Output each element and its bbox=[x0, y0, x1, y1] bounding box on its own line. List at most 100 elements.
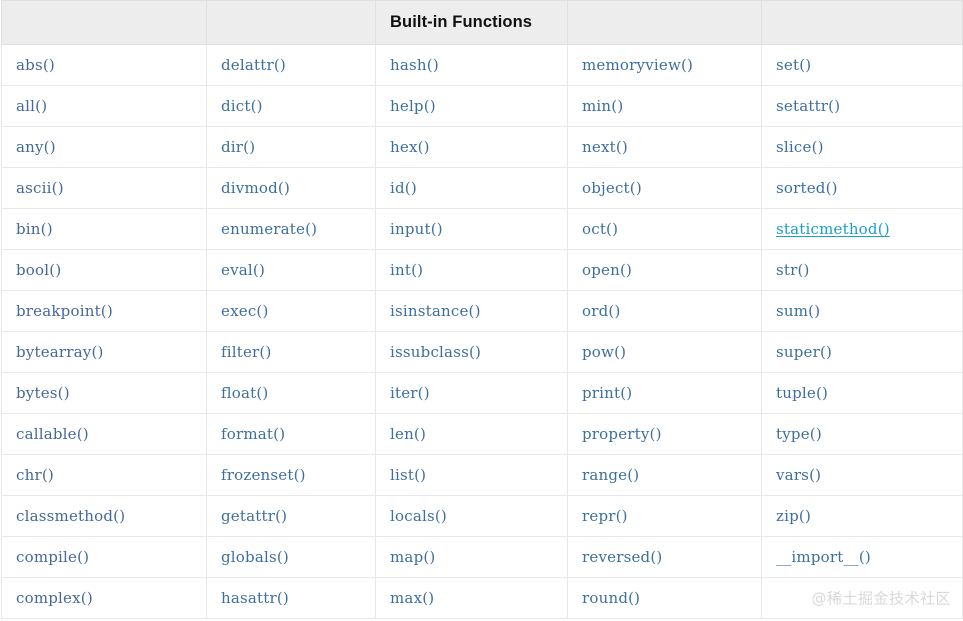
function-cell: map() bbox=[375, 536, 568, 578]
function-cell: setattr() bbox=[761, 85, 963, 127]
function-name: pow() bbox=[582, 343, 627, 361]
function-cell: slice() bbox=[761, 126, 963, 168]
header-cell-4 bbox=[567, 0, 762, 45]
function-name: bytes() bbox=[16, 384, 70, 402]
watermark-label: @稀土掘金技术社区 bbox=[811, 589, 951, 608]
function-name: reversed() bbox=[582, 548, 663, 566]
function-cell: list() bbox=[375, 454, 568, 496]
table-row: any()dir()hex()next()slice() bbox=[1, 126, 963, 168]
function-name: classmethod() bbox=[16, 507, 126, 525]
function-cell: zip() bbox=[761, 495, 963, 537]
function-cell: ord() bbox=[567, 290, 762, 332]
function-name: list() bbox=[390, 466, 427, 484]
table-row: ascii() divmod() id() object() sorted() bbox=[1, 167, 963, 209]
function-name: str() bbox=[776, 261, 810, 279]
function-cell: max() bbox=[375, 577, 568, 619]
function-cell: all() bbox=[1, 85, 207, 127]
function-cell: any() bbox=[1, 126, 207, 168]
function-cell: abs() bbox=[1, 44, 207, 86]
function-cell: memoryview() bbox=[567, 44, 762, 86]
function-name: vars() bbox=[776, 466, 822, 484]
function-cell: reversed() bbox=[567, 536, 762, 578]
function-name: bin() bbox=[16, 220, 53, 238]
function-cell: set() bbox=[761, 44, 963, 86]
table-row: classmethod()getattr()locals()repr()zip(… bbox=[1, 495, 963, 537]
table-row: breakpoint()exec()isinstance()ord()sum() bbox=[1, 290, 963, 332]
function-cell: min() bbox=[567, 85, 762, 127]
function-name: compile() bbox=[16, 548, 90, 566]
function-name: callable() bbox=[16, 425, 89, 443]
table-row: callable()format()len()property()type() bbox=[1, 413, 963, 455]
function-name: dict() bbox=[221, 97, 263, 115]
function-name: min() bbox=[582, 97, 624, 115]
function-name: sum() bbox=[776, 302, 821, 320]
function-name: id() bbox=[390, 179, 417, 197]
function-cell: filter() bbox=[206, 331, 376, 373]
function-cell: tuple() bbox=[761, 372, 963, 414]
function-cell: vars() bbox=[761, 454, 963, 496]
function-cell: sorted() bbox=[761, 167, 963, 209]
function-name: complex() bbox=[16, 589, 93, 607]
function-cell: delattr() bbox=[206, 44, 376, 86]
table-row: compile() globals() map() reversed() __impor… bbox=[1, 536, 963, 578]
function-name: next() bbox=[582, 138, 628, 156]
table-header: Built-in Functions bbox=[1, 0, 963, 45]
function-name: breakpoint() bbox=[16, 302, 113, 320]
function-name: setattr() bbox=[776, 97, 841, 115]
function-cell: enumerate() bbox=[206, 208, 376, 250]
function-name: __import__() bbox=[776, 548, 871, 566]
function-name: len() bbox=[390, 425, 427, 443]
function-name: hash() bbox=[390, 56, 439, 74]
function-cell: hash() bbox=[375, 44, 568, 86]
function-name: open() bbox=[582, 261, 633, 279]
table-row: bytearray()filter()issubclass()pow()supe… bbox=[1, 331, 963, 373]
function-name: frozenset() bbox=[221, 466, 306, 484]
function-name: input() bbox=[390, 220, 443, 238]
function-name: enumerate() bbox=[221, 220, 318, 238]
function-name: all() bbox=[16, 97, 48, 115]
function-name: bool() bbox=[16, 261, 62, 279]
function-name: ascii() bbox=[16, 179, 64, 197]
function-name: print() bbox=[582, 384, 633, 402]
function-name: oct() bbox=[582, 220, 619, 238]
header-cell-5 bbox=[761, 0, 963, 45]
function-cell: globals() bbox=[206, 536, 376, 578]
table-row: bin() enumerate() input() oct() staticmethod… bbox=[1, 208, 963, 250]
function-name: globals() bbox=[221, 548, 289, 566]
function-name: object() bbox=[582, 179, 642, 197]
function-cell: eval() bbox=[206, 249, 376, 291]
function-cell: len() bbox=[375, 413, 568, 455]
function-name: map() bbox=[390, 548, 436, 566]
function-name: delattr() bbox=[221, 56, 286, 74]
function-name: int() bbox=[390, 261, 424, 279]
function-name: help() bbox=[390, 97, 436, 115]
function-name: repr() bbox=[582, 507, 628, 525]
function-name: tuple() bbox=[776, 384, 829, 402]
function-cell: hasattr() bbox=[206, 577, 376, 619]
function-cell: type() bbox=[761, 413, 963, 455]
function-cell: __import__() bbox=[761, 536, 963, 578]
function-cell: hex() bbox=[375, 126, 568, 168]
function-cell: input() bbox=[375, 208, 568, 250]
function-name: type() bbox=[776, 425, 822, 443]
function-name: float() bbox=[221, 384, 269, 402]
table-row: bytes()float()iter()print()tuple() bbox=[1, 372, 963, 414]
function-cell: repr() bbox=[567, 495, 762, 537]
function-cell: id() bbox=[375, 167, 568, 209]
function-name: chr() bbox=[16, 466, 54, 484]
function-name: any() bbox=[16, 138, 56, 156]
function-cell: range() bbox=[567, 454, 762, 496]
function-cell: divmod() bbox=[206, 167, 376, 209]
function-cell: getattr() bbox=[206, 495, 376, 537]
function-cell: object() bbox=[567, 167, 762, 209]
function-link-cell[interactable]: staticmethod() bbox=[761, 208, 963, 250]
function-name: round() bbox=[582, 589, 641, 607]
function-cell: isinstance() bbox=[375, 290, 568, 332]
function-name: getattr() bbox=[221, 507, 288, 525]
table-row: all() dict() help() min() setattr() bbox=[1, 85, 963, 127]
function-cell: @稀土掘金技术社区 bbox=[761, 577, 963, 619]
function-cell: next() bbox=[567, 126, 762, 168]
staticmethod-link[interactable]: staticmethod() bbox=[776, 220, 890, 238]
